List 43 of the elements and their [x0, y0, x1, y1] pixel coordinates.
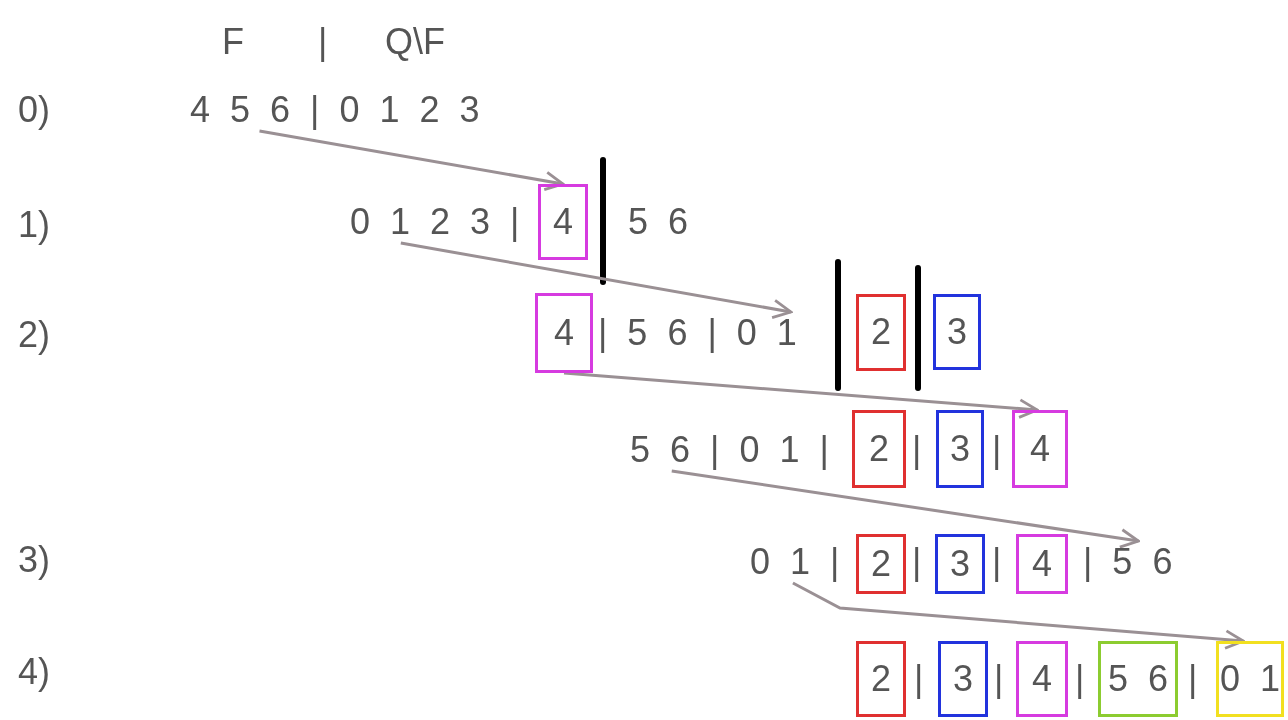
highlighted-element-box: 3: [933, 294, 981, 370]
sequence-text: F: [222, 21, 244, 63]
arrow: [671, 469, 1140, 549]
highlighted-element-box: 3: [938, 641, 988, 717]
sequence-text: 0 1 2 3 |: [350, 201, 520, 243]
sequence-text: 4 5 6 | 0 1 2 3: [190, 89, 480, 131]
sequence-text: |: [1188, 658, 1198, 700]
arrow: [259, 129, 565, 191]
row-number: 3): [18, 539, 50, 581]
highlighted-element-box: 2: [856, 641, 906, 717]
sequence-text: |: [318, 21, 328, 63]
highlighted-element-box: 4: [535, 293, 593, 373]
highlighted-element-box: 4: [1016, 641, 1068, 717]
arrow: [792, 581, 1245, 650]
highlighted-element-box: 5 6: [1098, 641, 1178, 717]
highlighted-element-box: 0 1: [1216, 641, 1284, 717]
sequence-text: |: [992, 541, 1002, 583]
highlighted-element-box: 2: [856, 293, 906, 371]
sequence-text: 5 6 | 0 1 |: [630, 429, 829, 471]
row-number: 0): [18, 89, 50, 131]
highlighted-element-box: 4: [1016, 534, 1068, 594]
sequence-text: |: [994, 658, 1004, 700]
highlighted-element-box: 4: [1012, 410, 1068, 488]
sequence-text: 0 1 |: [750, 541, 840, 583]
row-number: 2): [18, 314, 50, 356]
sequence-text: |: [912, 541, 922, 583]
arrow: [563, 371, 1039, 419]
sequence-text: |: [914, 658, 924, 700]
sequence-text: |: [1075, 658, 1085, 700]
sequence-text: | 5 6 | 0 1: [598, 312, 797, 354]
highlighted-element-box: 3: [935, 534, 985, 594]
highlighted-element-box: 2: [856, 534, 906, 594]
sequence-text: Q\F: [385, 21, 445, 63]
row-number: 4): [18, 651, 50, 693]
row-number: 1): [18, 204, 50, 246]
sequence-text: | 5 6: [1083, 541, 1173, 583]
sequence-text: 5 6: [628, 201, 689, 243]
sequence-text: |: [992, 429, 1002, 471]
arrow: [400, 241, 793, 319]
highlighted-element-box: 3: [936, 410, 984, 488]
highlighted-element-box: 2: [852, 410, 906, 488]
sequence-text: |: [912, 429, 922, 471]
highlighted-element-box: 4: [538, 184, 588, 260]
